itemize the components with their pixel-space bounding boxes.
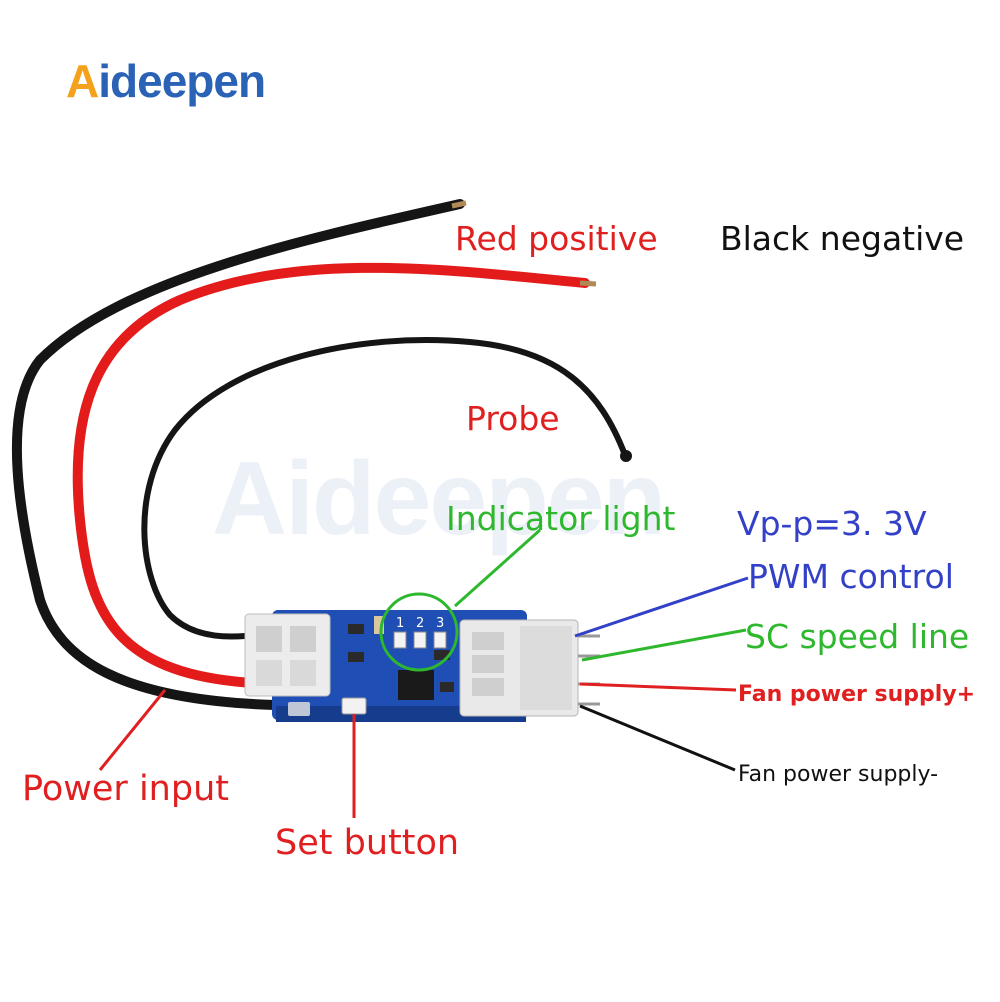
label-power-input: Power input bbox=[22, 769, 229, 809]
red-power-wire bbox=[72, 262, 590, 689]
label-probe: Probe bbox=[466, 399, 560, 438]
black-power-wire bbox=[11, 199, 465, 710]
led-3 bbox=[433, 631, 447, 649]
indicator-highlight-circle bbox=[379, 592, 459, 672]
black-wire-tip bbox=[451, 200, 467, 209]
label-sc-speed-line: SC speed line bbox=[745, 617, 970, 656]
led-1 bbox=[393, 631, 407, 649]
label-red-positive: Red positive bbox=[455, 219, 658, 258]
led-2 bbox=[413, 631, 427, 649]
power-input-callout-line bbox=[98, 689, 167, 771]
label-pwm-control: PWM control bbox=[748, 557, 954, 596]
pwm-callout-line bbox=[574, 576, 749, 638]
led-number-3: 3 bbox=[436, 616, 444, 631]
red-wire-tip bbox=[579, 280, 597, 287]
led-number-1: 1 bbox=[396, 616, 404, 631]
logo-text: ideepen bbox=[98, 55, 266, 107]
label-indicator-light: Indicator light bbox=[446, 499, 676, 538]
led-number-2: 2 bbox=[416, 616, 424, 631]
fan-minus-callout-line bbox=[579, 704, 736, 772]
fan-plus-callout-line bbox=[579, 682, 737, 692]
label-black-negative: Black negative bbox=[720, 219, 965, 258]
label-fan-power-minus: Fan power supply- bbox=[738, 762, 939, 787]
set-button-part bbox=[341, 697, 367, 715]
label-fan-power-plus: Fan power supply+ bbox=[738, 682, 976, 707]
sc-callout-line bbox=[581, 628, 747, 662]
mcu-chip bbox=[398, 670, 434, 700]
watermark: Aideepen bbox=[212, 441, 666, 557]
logo-letter-a: A bbox=[66, 55, 99, 107]
probe-wire bbox=[141, 337, 628, 640]
label-vpp: Vp-p=3. 3V bbox=[737, 504, 927, 543]
brand-logo: Aideepen bbox=[66, 54, 266, 108]
label-set-button: Set button bbox=[275, 823, 460, 863]
indicator-callout-line bbox=[454, 528, 541, 608]
probe-tip bbox=[620, 450, 632, 462]
